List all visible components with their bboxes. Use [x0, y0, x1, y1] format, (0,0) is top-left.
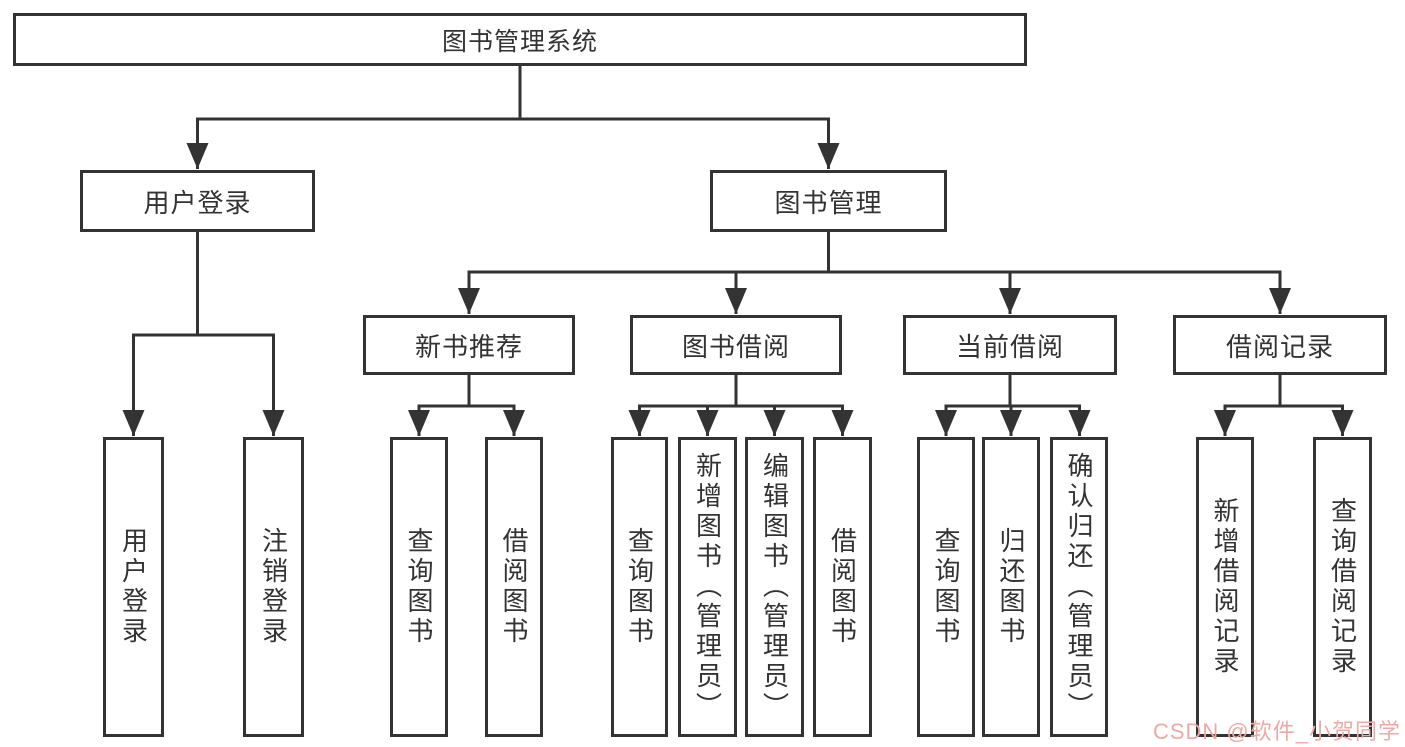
leaf-recommend-borrow-book: 借阅图书	[485, 437, 543, 737]
leaf-records-add-record-label: 新增借阅记录	[1210, 497, 1240, 677]
leaf-recommend-query-book-label: 查询图书	[404, 527, 434, 647]
leaf-borrow-add-book-admin: 新增图书（管理员）	[678, 437, 737, 737]
leaf-records-add-record: 新增借阅记录	[1196, 437, 1254, 737]
leaf-recommend-borrow-book-label: 借阅图书	[499, 527, 529, 647]
node-current-borrow: 当前借阅	[903, 315, 1117, 375]
leaf-current-confirm-return-admin-label: 确认归还（管理员）	[1064, 452, 1094, 722]
node-root-label: 图书管理系统	[441, 27, 598, 56]
node-user-login: 用户登录	[80, 170, 315, 232]
leaf-current-return-book-label: 归还图书	[996, 527, 1026, 647]
node-book-borrow-label: 图书借阅	[681, 331, 790, 362]
leaf-current-query-book: 查询图书	[917, 437, 975, 737]
leaf-records-query-record: 查询借阅记录	[1313, 437, 1372, 737]
node-book-borrow: 图书借阅	[630, 315, 842, 375]
leaf-borrow-borrow-book-label: 借阅图书	[827, 527, 858, 647]
watermark: CSDN @软件_小贺同学	[1152, 719, 1401, 744]
leaf-current-return-book: 归还图书	[982, 437, 1040, 737]
leaf-borrow-query-book-label: 查询图书	[624, 527, 655, 647]
leaf-logout-label: 注销登录	[258, 527, 289, 647]
node-new-book-recommend-label: 新书推荐	[414, 331, 523, 362]
node-new-book-recommend: 新书推荐	[363, 315, 575, 375]
leaf-borrow-borrow-book: 借阅图书	[813, 437, 872, 737]
leaf-recommend-query-book: 查询图书	[390, 437, 448, 737]
leaf-borrow-add-book-admin-label: 新增图书（管理员）	[692, 452, 723, 722]
leaf-logout: 注销登录	[243, 437, 304, 737]
node-root: 图书管理系统	[13, 13, 1027, 66]
leaf-current-query-book-label: 查询图书	[931, 527, 961, 647]
node-borrow-records-label: 借阅记录	[1225, 331, 1334, 362]
leaf-records-query-record-label: 查询借阅记录	[1327, 497, 1358, 677]
node-book-management-label: 图书管理	[774, 187, 883, 218]
leaf-borrow-edit-book-admin-label: 编辑图书（管理员）	[759, 452, 790, 722]
node-current-borrow-label: 当前借阅	[955, 331, 1064, 362]
node-book-management: 图书管理	[710, 170, 947, 232]
node-user-login-label: 用户登录	[143, 187, 252, 218]
leaf-borrow-query-book: 查询图书	[611, 437, 668, 737]
leaf-current-confirm-return-admin: 确认归还（管理员）	[1050, 437, 1108, 737]
leaf-borrow-edit-book-admin: 编辑图书（管理员）	[745, 437, 804, 737]
leaf-user-login-label: 用户登录	[118, 527, 149, 647]
node-borrow-records: 借阅记录	[1173, 315, 1387, 375]
leaf-user-login: 用户登录	[103, 437, 164, 737]
